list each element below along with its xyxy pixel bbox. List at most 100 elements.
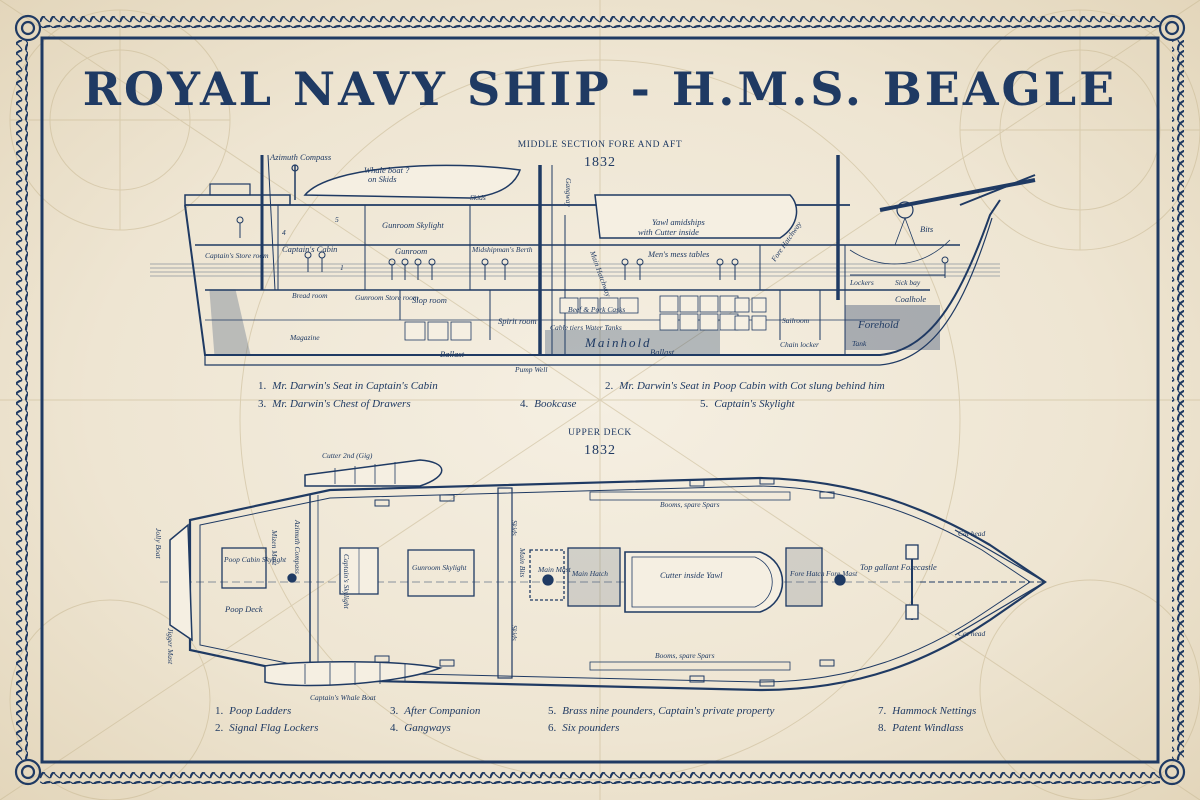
hull-outline — [184, 199, 1001, 356]
deck-legend-item-7: 7.Hammock Nettings — [878, 705, 977, 717]
label-bread-room: Bread room — [292, 291, 328, 300]
label-azimuth-compass: Azimuth Compass — [269, 152, 332, 162]
label-top-gallant-forecastle: Top gallant Forecastle — [860, 562, 937, 572]
label-fore-hatch: Fore Hatch — [789, 569, 825, 578]
yawl — [594, 194, 798, 239]
upper-deck-year: 1832 — [584, 443, 616, 458]
booms-bottom — [589, 661, 791, 671]
whale-boat — [303, 164, 521, 199]
label-magazine: Magazine — [289, 333, 320, 342]
label-booms-bottom: Booms, spare Spars — [655, 651, 715, 660]
booms-top — [589, 491, 791, 501]
deck-legend-item-8: 8.Patent Windlass — [878, 722, 964, 734]
side-legend-item-5: 5.Captain's Skylight — [700, 398, 795, 410]
label-azimuth-compass-plan: Azimuth Compass — [293, 519, 302, 574]
label-jolly-boat: Jolly Boat — [154, 528, 163, 560]
label-chain-locker: Chain locker — [780, 340, 819, 349]
label-sick-bay: Sick bay — [895, 278, 921, 287]
label-on-skids: on Skids — [368, 174, 397, 184]
label-cat-head-top: Cat head — [958, 529, 986, 538]
deck-legend-item-3: 3.After Companion — [390, 705, 481, 717]
side-legend-item-2: 2.Mr. Darwin's Seat in Poop Cabin with C… — [605, 380, 885, 392]
label-skids-2: Skids — [510, 625, 519, 641]
hull-bottom — [204, 217, 993, 366]
label-main-bits: Main Bits — [518, 547, 527, 577]
main-mast-dot — [542, 574, 554, 586]
label-poop-deck: Poop Deck — [224, 604, 263, 614]
jolly-boat — [169, 523, 193, 642]
label-cat-head-bottom: Cat head — [958, 629, 986, 638]
label-spirit-room: Spirit room — [498, 316, 537, 326]
label-gunroom-skylight-plan: Gunroom Skylight — [412, 563, 467, 572]
label-captains-skylight: Captain's Skylight — [342, 554, 351, 610]
label-beef-pork-casks: Beef & Pork Casks — [568, 305, 625, 314]
crew-figures — [236, 216, 949, 280]
label-captains-cabin: Captain's Cabin — [282, 244, 337, 254]
side-legend-item-3: 3.Mr. Darwin's Chest of Drawers — [258, 398, 411, 410]
label-gunroom-skylight: Gunroom Skylight — [382, 220, 444, 230]
label-lockers: Lockers — [849, 278, 874, 287]
label-main-mast: Main Mast — [537, 565, 572, 574]
main-mast-box — [529, 549, 565, 601]
label-captains-whale-boat: Captain's Whale Boat — [310, 693, 377, 702]
fore-mast-dot — [834, 574, 846, 586]
label-booms-top: Booms, spare Spars — [660, 500, 720, 509]
page-title: ROYAL NAVY SHIP - H.M.S. BEAGLE — [82, 62, 1118, 116]
fore-hatch-shape — [785, 547, 823, 607]
upper-deck-heading: UPPER DECK — [568, 428, 632, 438]
label-forehold: Forehold — [857, 319, 899, 331]
label-num-4: 4 — [282, 228, 286, 237]
label-num-5: 5 — [335, 215, 339, 224]
poop-cabin-skylight-shape — [221, 547, 267, 589]
label-sailroom: Sailroom — [782, 316, 810, 325]
yawl-plan — [624, 551, 784, 613]
label-fore-mast: Fore Mast — [825, 569, 858, 578]
mizen-mast-dot — [287, 573, 297, 583]
label-midshipmans-berth: Midshipman's Berth — [471, 245, 533, 254]
casks — [404, 295, 767, 341]
label-ballast-2: Ballast — [650, 347, 675, 357]
label-whale-boat: Whale boat ? — [364, 165, 410, 175]
label-gangway: Gangway — [564, 178, 573, 207]
label-cutter-inside-yawl: Cutter inside Yawl — [660, 570, 723, 580]
deck-legend-item-5: 5.Brass nine pounders, Captain's private… — [548, 705, 775, 717]
label-mens-mess-tables: Men's mess tables — [647, 249, 710, 259]
label-main-hatch: Main Hatch — [571, 569, 608, 578]
label-skids-1: Skids — [510, 520, 519, 536]
label-num-1: 1 — [340, 263, 344, 272]
label-pump-well: Pump Well — [514, 365, 547, 374]
cutter-gig — [304, 459, 443, 487]
label-with-cutter: with Cutter inside — [638, 227, 699, 237]
label-ballast-1: Ballast — [440, 349, 465, 359]
guns — [374, 477, 835, 687]
label-mainhold: Mainhold — [584, 335, 652, 350]
label-gunroom: Gunroom — [395, 246, 427, 256]
label-cable-tiers: Cable tiers Water Tanks — [550, 323, 622, 332]
water-lines — [150, 263, 1000, 277]
label-skids: Skids — [470, 193, 486, 202]
label-tank: Tank — [852, 339, 867, 348]
label-poop-cabin-skylight: Poop Cabin Skylight — [223, 555, 287, 564]
side-section-year: 1832 — [584, 155, 616, 170]
deck-legend-item-4: 4.Gangways — [390, 722, 451, 734]
deck-legend-item-6: 6.Six pounders — [548, 722, 620, 734]
label-bits: Bits — [920, 224, 934, 234]
side-section-heading: MIDDLE SECTION FORE AND AFT — [517, 140, 683, 150]
deck-legend-item-2: 2.Signal Flag Lockers — [215, 722, 319, 734]
side-legend-item-1: 1.Mr. Darwin's Seat in Captain's Cabin — [258, 380, 438, 392]
label-jigger-mast: Jigger Mast — [166, 628, 175, 665]
label-cutter-gig: Cutter 2nd (Gig) — [322, 451, 373, 460]
label-yawl-amidships: Yawl amidships — [652, 217, 706, 227]
label-slop-room: Slop room — [412, 295, 447, 305]
side-legend-item-4: 4.Bookcase — [520, 398, 577, 410]
label-mizen-mast: Mizen Mast — [270, 529, 279, 566]
gunroom-skylight-shape — [407, 549, 475, 597]
whale-boat-plan — [264, 660, 443, 687]
deck-outline — [188, 476, 1047, 692]
label-gunroom-store-room: Gunroom Store room — [355, 293, 419, 302]
deck-legend-item-1: 1.Poop Ladders — [215, 705, 292, 717]
